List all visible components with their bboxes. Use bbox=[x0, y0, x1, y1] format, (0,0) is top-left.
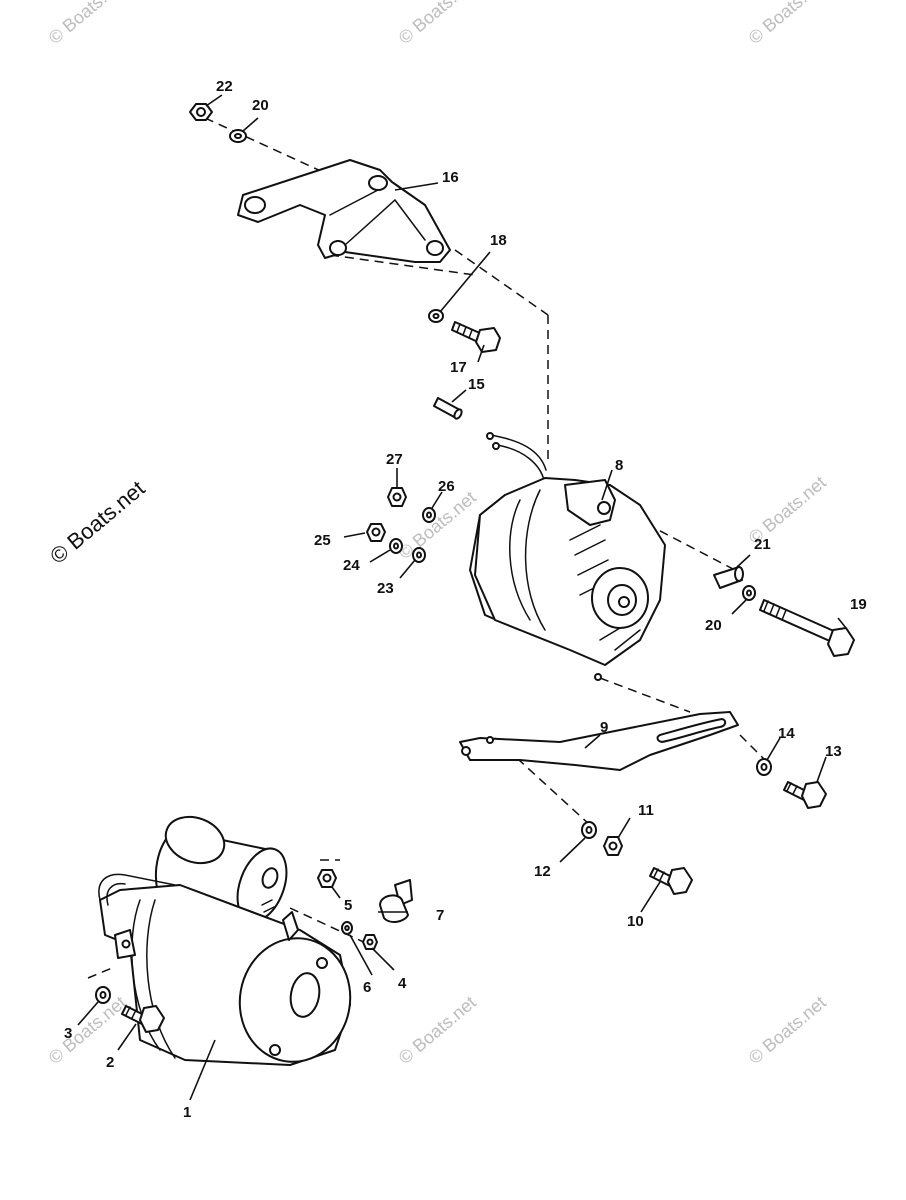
watermark: © Boats.net bbox=[745, 992, 830, 1068]
watermark-main: © Boats.net bbox=[45, 476, 149, 569]
callout-2: 2 bbox=[106, 1054, 114, 1071]
washer bbox=[389, 538, 403, 554]
callout-17: 17 bbox=[450, 359, 467, 376]
watermark: © Boats.net bbox=[395, 992, 480, 1068]
callout-26: 26 bbox=[438, 478, 455, 495]
washer bbox=[756, 758, 772, 776]
callout-13: 13 bbox=[825, 743, 842, 760]
bolt bbox=[121, 1005, 165, 1033]
callout-9: 9 bbox=[600, 719, 608, 736]
adjusting-arm bbox=[459, 711, 739, 771]
watermark: © Boats.net bbox=[45, 992, 130, 1068]
washer bbox=[412, 547, 426, 563]
hex-nut bbox=[362, 934, 378, 950]
hex-nut bbox=[366, 523, 386, 542]
callout-4: 4 bbox=[398, 975, 407, 992]
callout-11: 11 bbox=[638, 802, 654, 819]
washer bbox=[341, 921, 353, 935]
pin bbox=[433, 397, 463, 420]
callout-numbers: 22 20 16 18 17 15 8 27 26 25 24 23 21 20… bbox=[64, 78, 867, 1121]
hex-nut bbox=[387, 487, 407, 507]
callout-18: 18 bbox=[490, 232, 507, 249]
mounting-bracket bbox=[237, 159, 451, 263]
callout-27: 27 bbox=[386, 451, 403, 468]
callout-25: 25 bbox=[314, 532, 331, 549]
callout-22: 22 bbox=[216, 78, 233, 95]
callout-3: 3 bbox=[64, 1025, 72, 1042]
alternator bbox=[469, 432, 666, 681]
bolt bbox=[451, 321, 501, 353]
callout-6: 6 bbox=[363, 979, 371, 996]
callout-10: 10 bbox=[627, 913, 644, 930]
hex-nut bbox=[317, 869, 337, 888]
washer bbox=[422, 507, 436, 523]
callout-8: 8 bbox=[615, 457, 623, 474]
callout-16: 16 bbox=[442, 169, 459, 186]
hex-nut bbox=[603, 836, 623, 856]
spacer bbox=[713, 566, 744, 589]
bolt bbox=[783, 781, 827, 809]
callout-14: 14 bbox=[778, 725, 795, 742]
watermark: © Boats.net bbox=[745, 0, 830, 48]
callout-7: 7 bbox=[436, 907, 444, 924]
starter-motor bbox=[98, 815, 352, 1066]
bolt bbox=[649, 867, 693, 895]
callout-5: 5 bbox=[344, 897, 352, 914]
hex-nut bbox=[189, 103, 213, 121]
callout-1: 1 bbox=[183, 1104, 191, 1121]
leader-lines bbox=[77, 94, 847, 1101]
washer bbox=[581, 821, 597, 839]
callout-21: 21 bbox=[754, 536, 771, 553]
callout-23: 23 bbox=[377, 580, 394, 597]
callout-19: 19 bbox=[850, 596, 867, 613]
long-bolt bbox=[759, 599, 855, 657]
washer bbox=[742, 585, 756, 601]
callout-15: 15 bbox=[468, 376, 485, 393]
watermark: © Boats.net bbox=[395, 0, 480, 48]
callout-24: 24 bbox=[343, 557, 360, 574]
washer bbox=[428, 309, 444, 323]
callout-12: 12 bbox=[534, 863, 551, 880]
washer bbox=[229, 129, 247, 143]
callout-20: 20 bbox=[252, 97, 269, 114]
washer bbox=[95, 986, 111, 1004]
callout-20: 20 bbox=[705, 617, 722, 634]
terminal-boot bbox=[379, 879, 413, 923]
watermark: © Boats.net bbox=[45, 0, 130, 48]
